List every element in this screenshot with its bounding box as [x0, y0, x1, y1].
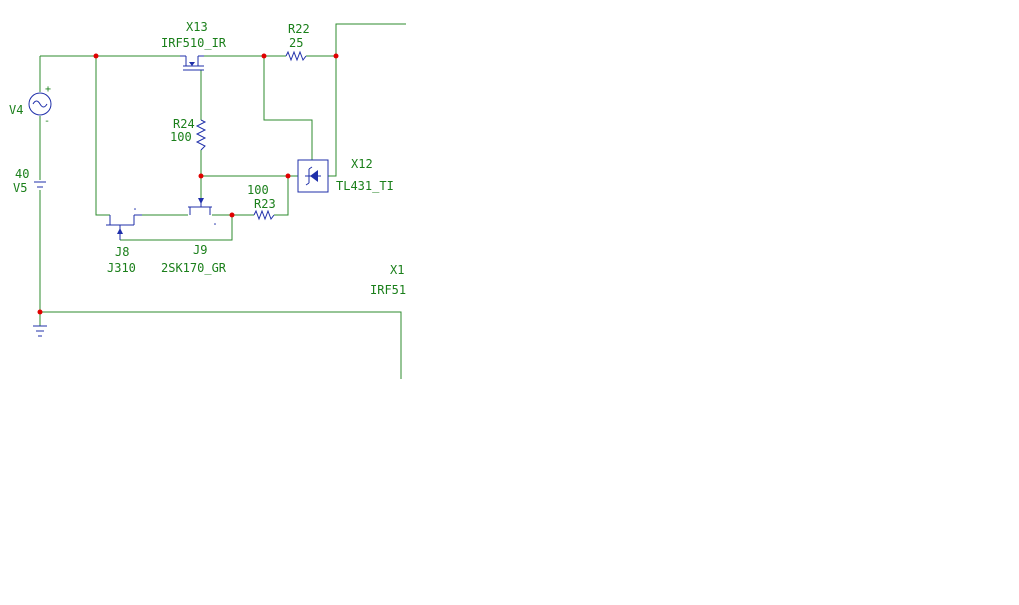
x13-mosfet[interactable]: X13 IRF510_IR — [161, 20, 227, 71]
v5-ref-label: V5 — [13, 181, 27, 195]
j9-ref-label: J9 — [193, 243, 207, 257]
j9-part-label: 2SK170_GR — [161, 261, 227, 275]
x1-part-label: IRF51 — [370, 283, 406, 297]
r22-value-label: 25 — [289, 36, 303, 50]
r24-resistor[interactable]: R24 100 — [170, 117, 207, 151]
x13-part-label: IRF510_IR — [161, 36, 227, 50]
r24-value-label: 100 — [170, 130, 192, 144]
wires — [39, 23, 406, 379]
junctions — [37, 53, 339, 315]
ground-symbol — [33, 325, 47, 337]
x13-ref-label: X13 — [186, 20, 208, 34]
wire-output-top — [335, 23, 406, 56]
r23-value-label: 100 — [247, 183, 269, 197]
x1-label-group[interactable]: X1 IRF51 — [370, 263, 406, 297]
wire-j8-drain — [95, 56, 110, 216]
junction-node — [285, 173, 291, 179]
j8-jfet[interactable]: J8 J310 — [106, 208, 142, 275]
v4-plus-label: + — [45, 84, 51, 95]
wire-j8-source-loop — [120, 215, 233, 241]
x1-ref-label: X1 — [390, 263, 404, 277]
x12-ref-label: X12 — [351, 157, 373, 171]
x12-part-label: TL431_TI — [336, 179, 394, 193]
wire-x12-ref — [263, 56, 313, 160]
v4-minus-label: - — [44, 116, 50, 127]
wire-x12-cathode — [328, 56, 337, 177]
j8-ref-label: J8 — [115, 245, 129, 259]
junction-node — [37, 309, 43, 315]
wire-r23-to-x12 — [274, 176, 289, 216]
junction-node — [333, 53, 339, 59]
junction-node — [261, 53, 267, 59]
junction-node — [198, 173, 204, 179]
v4-ac-source[interactable]: + - V4 — [9, 84, 52, 127]
j9-jfet[interactable]: J9 2SK170_GR — [161, 198, 227, 275]
wire-bottom-rail — [40, 311, 402, 379]
x12-shunt-regulator[interactable]: X12 TL431_TI — [297, 157, 394, 193]
v5-dc-source[interactable]: 40 V5 — [13, 167, 46, 195]
r23-resistor[interactable]: 100 R23 — [247, 183, 276, 221]
r23-ref-label: R23 — [254, 197, 276, 211]
v4-ref-label: V4 — [9, 103, 23, 117]
junction-node — [229, 212, 235, 218]
v5-value-label: 40 — [15, 167, 29, 181]
r24-ref-label: R24 — [173, 117, 195, 131]
r22-ref-label: R22 — [288, 22, 310, 36]
j8-part-label: J310 — [107, 261, 136, 275]
junction-node — [93, 53, 99, 59]
r22-resistor[interactable]: R22 25 — [285, 22, 310, 62]
